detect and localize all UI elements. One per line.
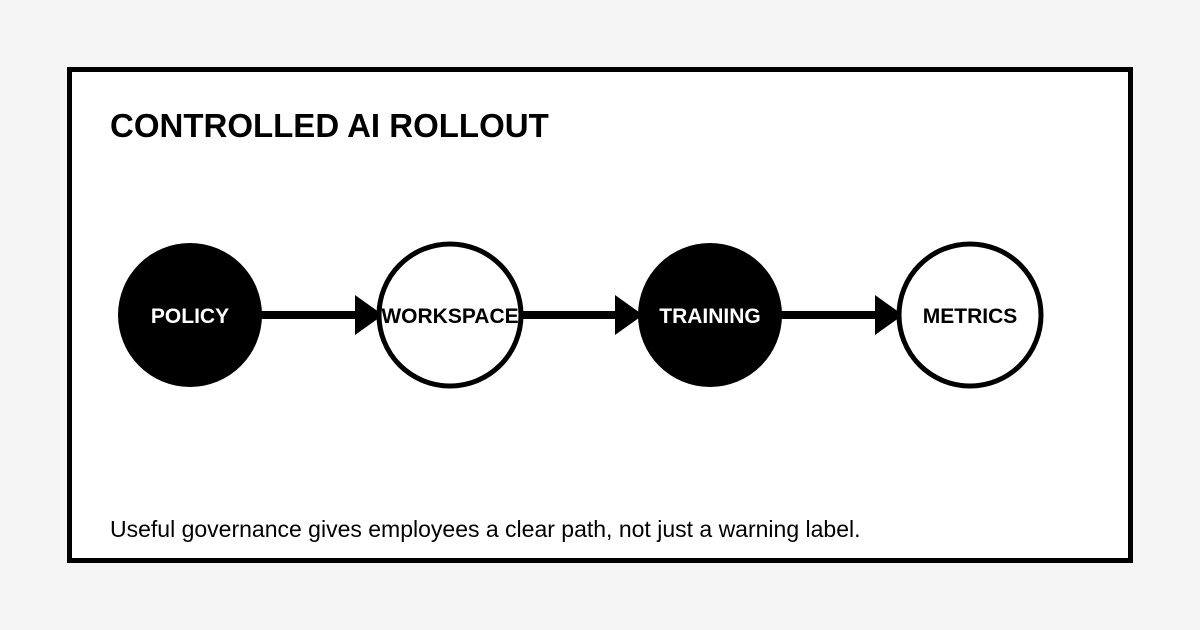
- node-label-workspace: WORKSPACE: [381, 305, 518, 328]
- node-circle: [896, 241, 1044, 389]
- node-workspace: [376, 241, 524, 389]
- diagram-title: CONTROLLED AI ROLLOUT: [110, 107, 549, 144]
- node-metrics: [896, 241, 1044, 389]
- node-circle: [118, 243, 262, 387]
- diagram-caption: Useful governance gives employees a clea…: [110, 516, 861, 542]
- node-label-policy: POLICY: [151, 305, 229, 328]
- arrow-workspace-to-training: [521, 295, 643, 335]
- diagram-card: CONTROLLED AI ROLLOUT POLICY WORKSPACE TRA…: [67, 67, 1133, 563]
- node-label-metrics: METRICS: [923, 305, 1018, 328]
- node-circle: [376, 241, 524, 389]
- node-policy: [118, 243, 262, 387]
- arrow-training-to-metrics: [781, 295, 903, 335]
- arrow-head: [875, 295, 903, 335]
- flow-diagram: POLICY WORKSPACE TRAINING METRICS: [118, 241, 1044, 389]
- node-label-training: TRAINING: [659, 305, 761, 328]
- arrow-policy-to-workspace: [261, 295, 383, 335]
- node-training: [638, 243, 782, 387]
- arrow-head: [615, 295, 643, 335]
- node-circle: [638, 243, 782, 387]
- arrow-head: [355, 295, 383, 335]
